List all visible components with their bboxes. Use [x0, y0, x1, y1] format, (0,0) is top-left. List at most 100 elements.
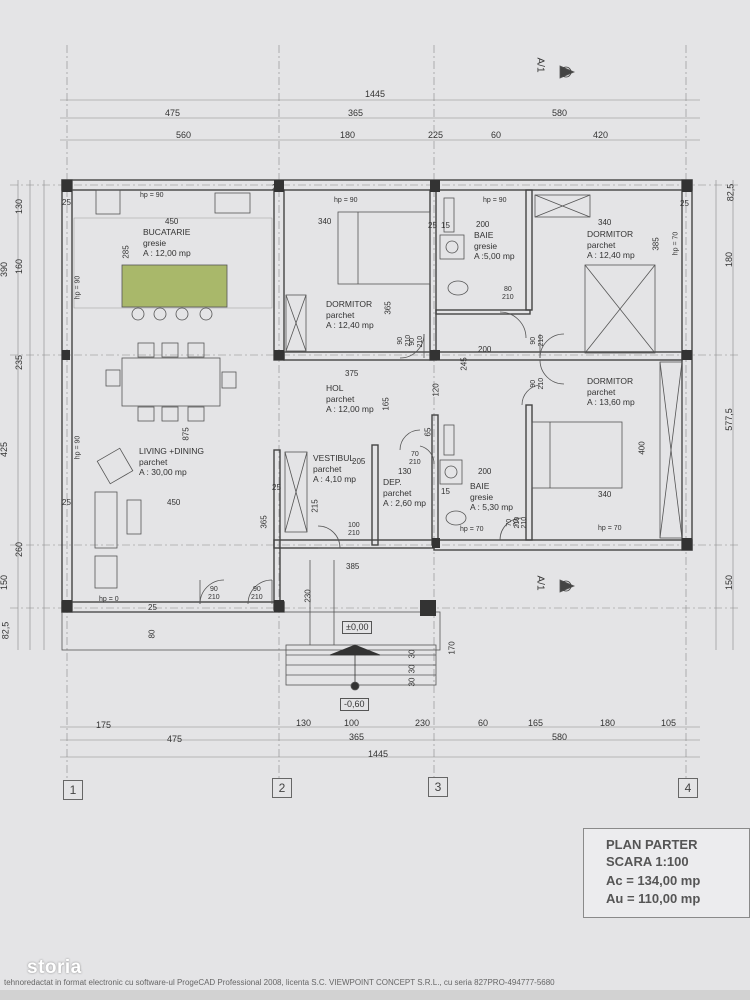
room-dormitor-2-area: A : 12,40 mp [587, 250, 635, 261]
door-label-h: 210 [520, 516, 528, 529]
level-label-entry: ±0,00 [342, 621, 373, 634]
room-dep-name: DEP. [383, 477, 402, 487]
dim-right-577-5: 577,5 [723, 408, 734, 431]
door-label-h: 210 [537, 334, 545, 347]
dim-inner: 340 [598, 218, 612, 227]
room-dormitor-3: DORMITOR parchet A : 13,60 mp [587, 376, 635, 408]
sill-label: hp = 70 [598, 525, 622, 532]
room-dormitor-1-area: A : 12,40 mp [326, 320, 374, 331]
dim-inner: 385 [651, 237, 661, 251]
dim-inner: 450 [167, 498, 181, 507]
dim-right-150: 150 [724, 574, 735, 591]
dim-inner: 80 [147, 629, 157, 639]
dim-left-390: 390 [0, 261, 10, 278]
door-label: 80 210 [502, 286, 514, 301]
room-bucatarie-name: BUCATARIE [143, 227, 191, 237]
room-living-name: LIVING +DINING [139, 446, 204, 456]
room-vestibul-name: VESTIBUL [313, 453, 355, 463]
kitchen-island [121, 264, 228, 308]
dim-inner: 875 [181, 427, 191, 441]
footer-text: tehnoredactat in format electronic cu so… [4, 978, 555, 987]
room-baie-1-name: BAIE [474, 230, 494, 240]
room-dormitor-1-name: DORMITOR [326, 299, 373, 309]
footer: tehnoredactat in format electronic cu so… [0, 976, 750, 1000]
door-label: 90 210 [530, 378, 545, 390]
dim-top-560: 560 [176, 130, 192, 140]
room-bucatarie: BUCATARIE gresie A : 12,00 mp [143, 227, 191, 259]
sill-label: hp = 90 [74, 435, 82, 460]
door-label-h: 210 [537, 377, 545, 390]
axis-label-2: 2 [272, 778, 292, 798]
door-label-h: 210 [409, 458, 421, 466]
room-dormitor-2-floor: parchet [587, 239, 616, 250]
room-living-area: A : 30,00 mp [139, 467, 187, 478]
dim-inner: 340 [598, 490, 612, 499]
room-living-floor: parchet [139, 456, 168, 467]
sill-label: hp = 90 [334, 197, 358, 204]
door-label: 90 210 [397, 335, 412, 347]
door-label-w: 80 [503, 286, 512, 293]
room-baie-2-name: BAIE [470, 481, 490, 491]
room-dormitor-1: DORMITOR parchet A : 12,40 mp [326, 299, 374, 331]
sill-label: hp = 90 [483, 197, 507, 204]
dim-inner: 285 [121, 245, 131, 259]
dim-left-235: 235 [14, 354, 25, 371]
plan-ac: Ac = 134,00 mp [606, 873, 701, 888]
dim-left-260: 260 [14, 541, 25, 558]
dim-inner: 340 [318, 217, 332, 226]
dim-inner: 25 [62, 198, 71, 207]
room-baie-1-area: A :5,00 mp [474, 251, 515, 262]
dim-inner: 130 [398, 467, 412, 476]
axis-label-1: 1 [63, 780, 83, 800]
dim-top-420: 420 [593, 130, 609, 140]
door-label: 90 210 [251, 586, 263, 601]
room-baie-2-floor: gresie [470, 491, 494, 502]
dim-inner: 25 [148, 603, 157, 612]
room-baie-2-area: A : 5,30 mp [470, 502, 513, 513]
door-label: 100 210 [348, 522, 360, 537]
dim-bottom-overall: 1445 [368, 749, 389, 759]
dim-inner: 245 [459, 357, 469, 371]
door-label: 70 210 [409, 451, 421, 466]
sill-label: hp = 0 [99, 596, 119, 603]
dim-inner: 30 [407, 664, 417, 674]
dim-inner: 385 [346, 562, 360, 571]
dim-left-160: 160 [14, 258, 25, 275]
dim-left-425: 425 [0, 441, 10, 458]
dim-bottom: 60 [478, 718, 489, 728]
axis-label-3: 3 [428, 777, 448, 797]
dim-inner: 200 [476, 220, 490, 229]
section-mark-top: A/1 [534, 57, 546, 73]
dim-right-180: 180 [724, 251, 735, 268]
door-label-w: 70 [513, 518, 521, 527]
dim-top-overall: 1445 [365, 89, 386, 99]
dim-bottom: 475 [167, 734, 183, 744]
dim-bottom: 230 [415, 718, 431, 728]
sill-label: hp = 70 [672, 231, 680, 256]
dim-bottom: 365 [349, 732, 365, 742]
room-hol-floor: parchet [326, 393, 355, 404]
dim-inner: 200 [478, 467, 492, 476]
door-label-w: 100 [348, 522, 360, 529]
dim-top-60: 60 [491, 130, 502, 140]
door-label: 90 210 [208, 586, 220, 601]
dim-top-365: 365 [348, 108, 364, 118]
dim-bottom: 130 [296, 718, 312, 728]
dim-inner: 200 [478, 345, 492, 354]
plan-scale: SCARA 1:100 [606, 854, 689, 869]
room-dep: DEP. parchet A : 2,60 mp [383, 477, 426, 509]
plan-au: Au = 110,00 mp [606, 891, 701, 906]
dim-inner: 230 [303, 589, 313, 603]
room-baie-1-floor: gresie [474, 240, 498, 251]
dim-inner: 205 [352, 457, 366, 466]
sill-label: hp = 90 [140, 192, 164, 199]
dim-inner: 215 [310, 499, 320, 513]
sill-label: hp = 90 [74, 275, 82, 300]
room-dormitor-1-floor: parchet [326, 309, 355, 320]
door-label: 90 210 [530, 335, 545, 347]
dim-inner: 25 [272, 183, 281, 192]
door-label-w: 90 [252, 586, 261, 593]
dim-inner: 25 [272, 483, 281, 492]
door-label-h: 210 [208, 593, 220, 601]
